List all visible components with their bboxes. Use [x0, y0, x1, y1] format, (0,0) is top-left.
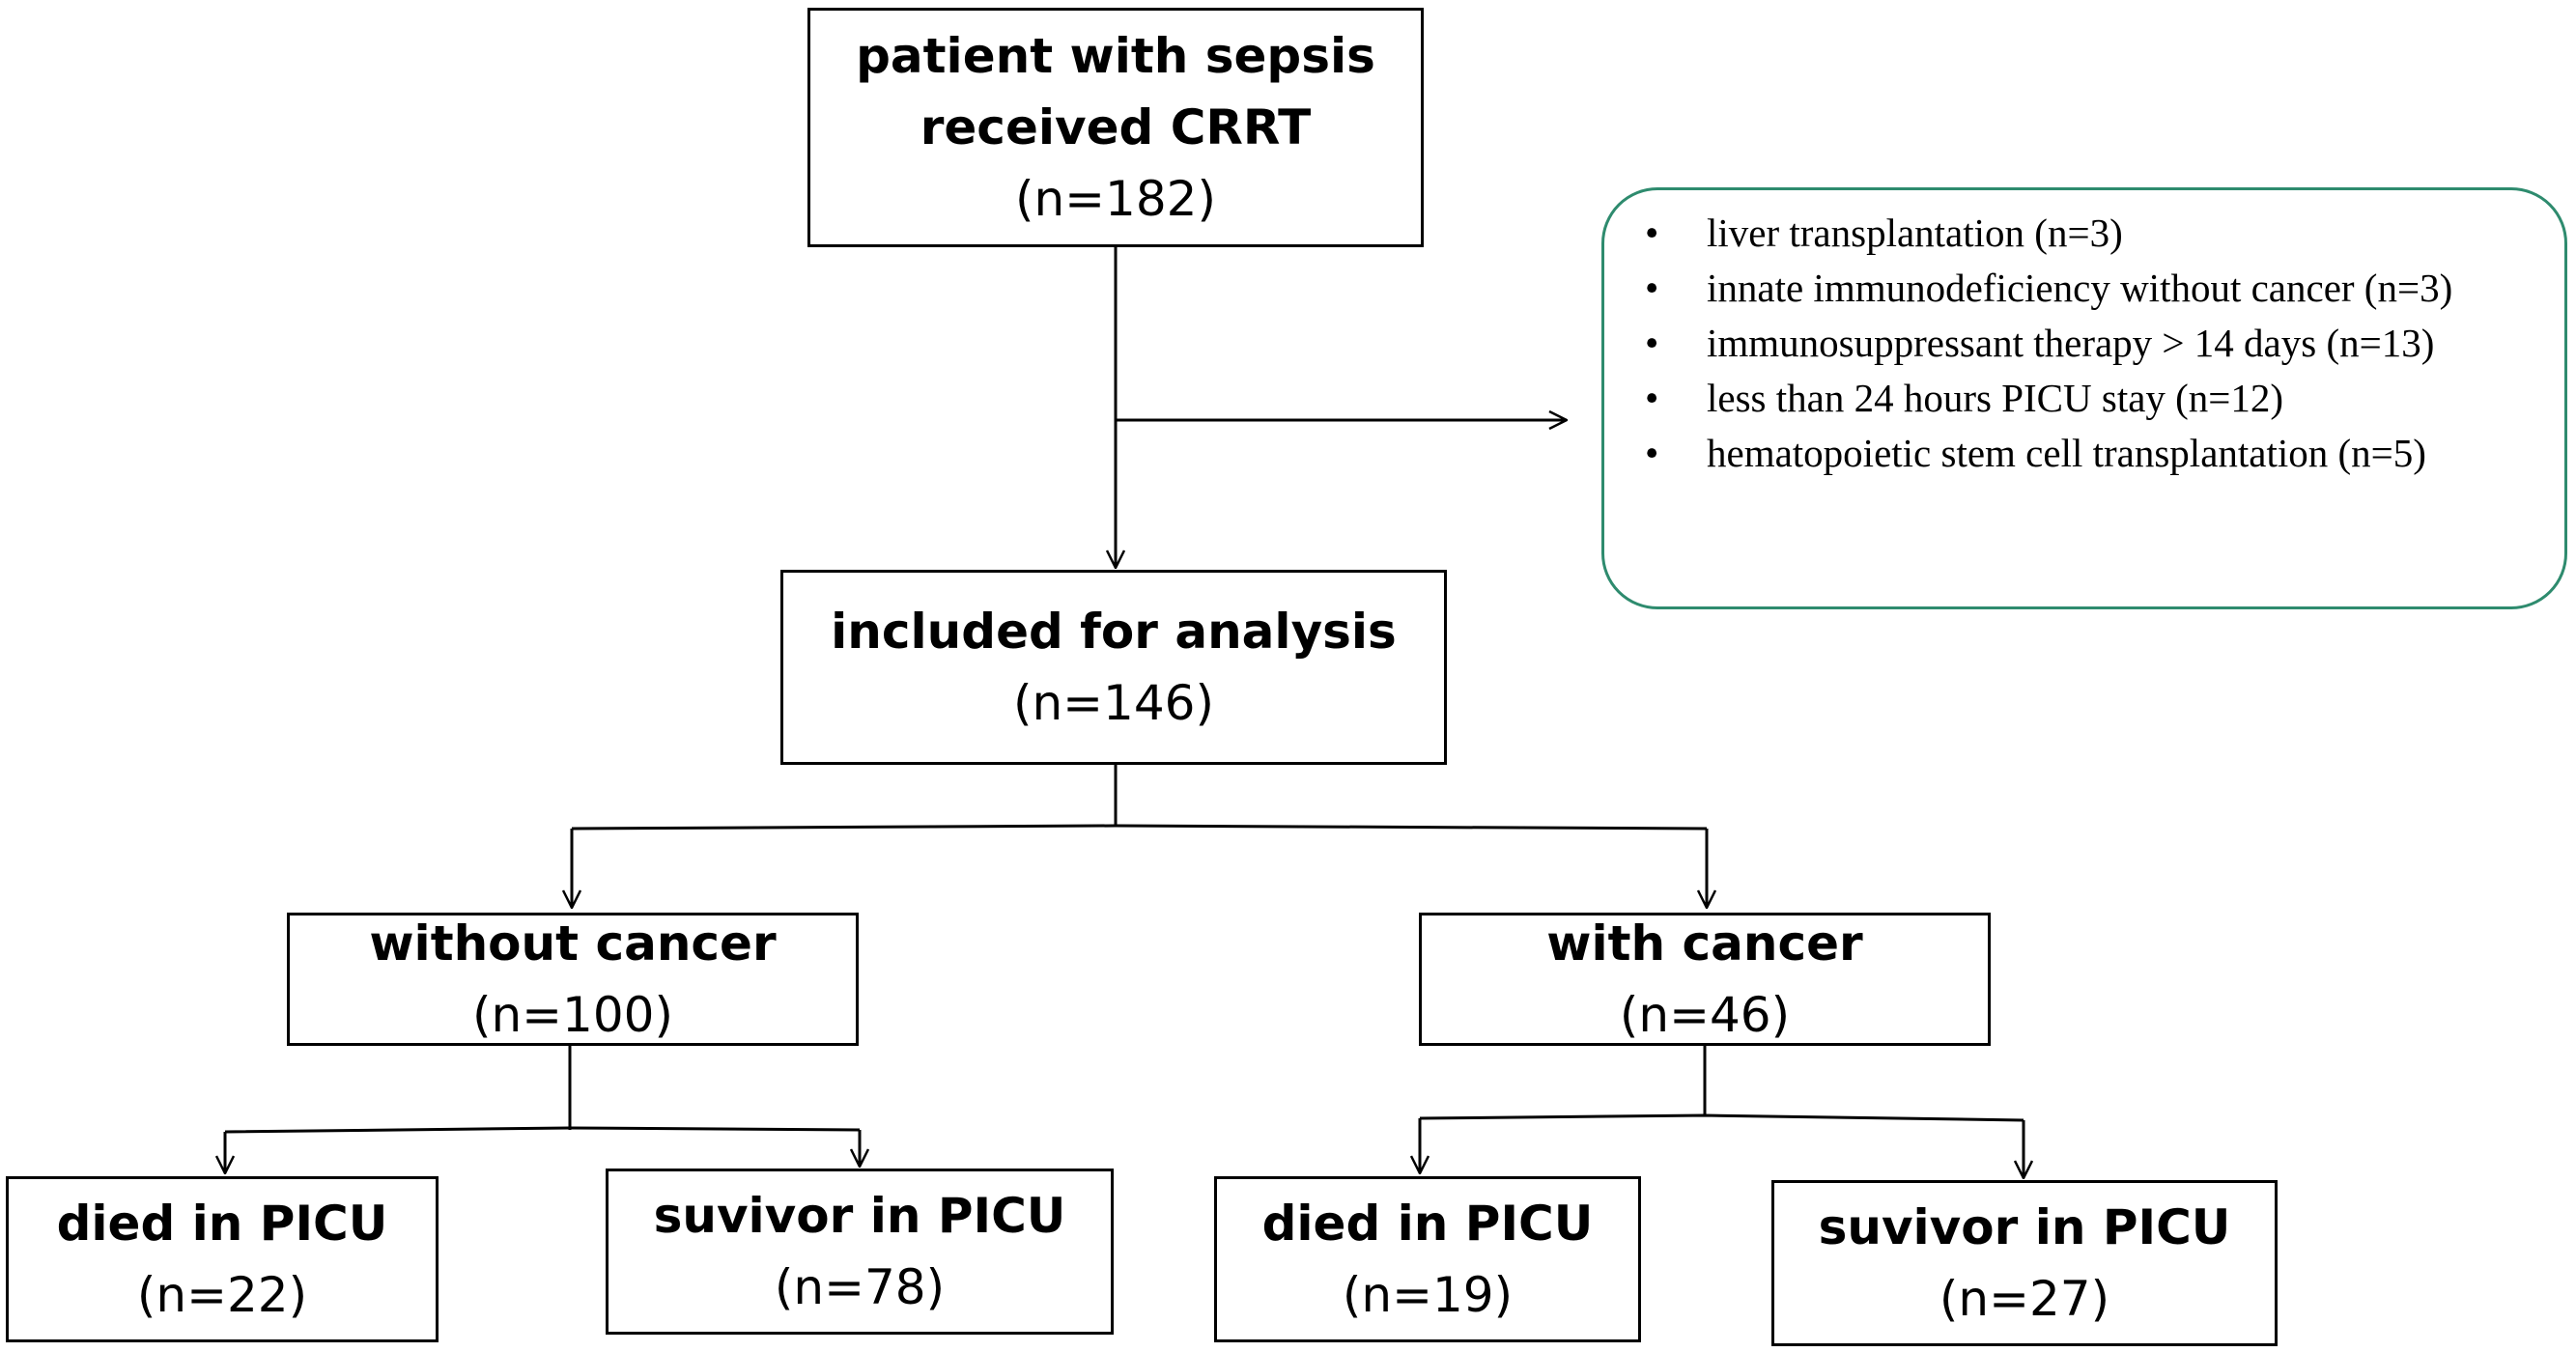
node-start: patient with sepsis received CRRT (n=182… — [807, 8, 1424, 247]
node-wo-died-count: (n=22) — [136, 1267, 308, 1323]
node-with-cancer-survivor: suvivor in PICU (n=27) — [1771, 1180, 2278, 1346]
node-with-cancer: with cancer (n=46) — [1419, 913, 1991, 1046]
node-without-cancer-survivor: suvivor in PICU (n=78) — [606, 1169, 1114, 1335]
node-without-cancer: without cancer (n=100) — [287, 913, 859, 1046]
connector-split-bar — [571, 824, 1708, 831]
node-wo-survivor-count: (n=78) — [774, 1259, 946, 1315]
exclusion-item: immunosuppressant therapy > 14 days (n=1… — [1624, 316, 2535, 371]
node-start-title-line2: received CRRT — [920, 99, 1312, 155]
node-with-cancer-died: died in PICU (n=19) — [1214, 1176, 1641, 1342]
node-start-title-line1: patient with sepsis — [856, 28, 1375, 84]
node-without-cancer-died: died in PICU (n=22) — [6, 1176, 439, 1342]
exclusion-criteria-box: liver transplantation (n=3) innate immun… — [1601, 187, 2567, 609]
node-wo-died-title: died in PICU — [56, 1196, 388, 1252]
node-without-cancer-title: without cancer — [369, 915, 777, 972]
node-w-died-count: (n=19) — [1342, 1267, 1514, 1323]
node-with-cancer-title: with cancer — [1546, 915, 1863, 972]
node-without-cancer-count: (n=100) — [471, 987, 674, 1043]
node-with-cancer-count: (n=46) — [1619, 987, 1791, 1043]
node-included-title: included for analysis — [831, 604, 1397, 660]
node-included-count: (n=146) — [1012, 675, 1215, 731]
exclusion-item: innate immunodeficiency without cancer (… — [1624, 261, 2535, 316]
exclusion-item: hematopoietic stem cell transplantation … — [1624, 426, 2535, 481]
node-start-count: (n=182) — [1014, 171, 1217, 227]
exclusion-item: less than 24 hours PICU stay (n=12) — [1624, 371, 2535, 426]
connector-without-bar — [224, 1126, 861, 1134]
exclusion-item: liver transplantation (n=3) — [1624, 206, 2535, 261]
node-included: included for analysis (n=146) — [780, 570, 1447, 765]
node-w-died-title: died in PICU — [1261, 1196, 1594, 1252]
node-w-survivor-count: (n=27) — [1939, 1271, 2110, 1327]
connector-with-bar — [1419, 1113, 2024, 1122]
node-w-survivor-title: suvivor in PICU — [1818, 1199, 2231, 1255]
node-wo-survivor-title: suvivor in PICU — [653, 1188, 1066, 1244]
